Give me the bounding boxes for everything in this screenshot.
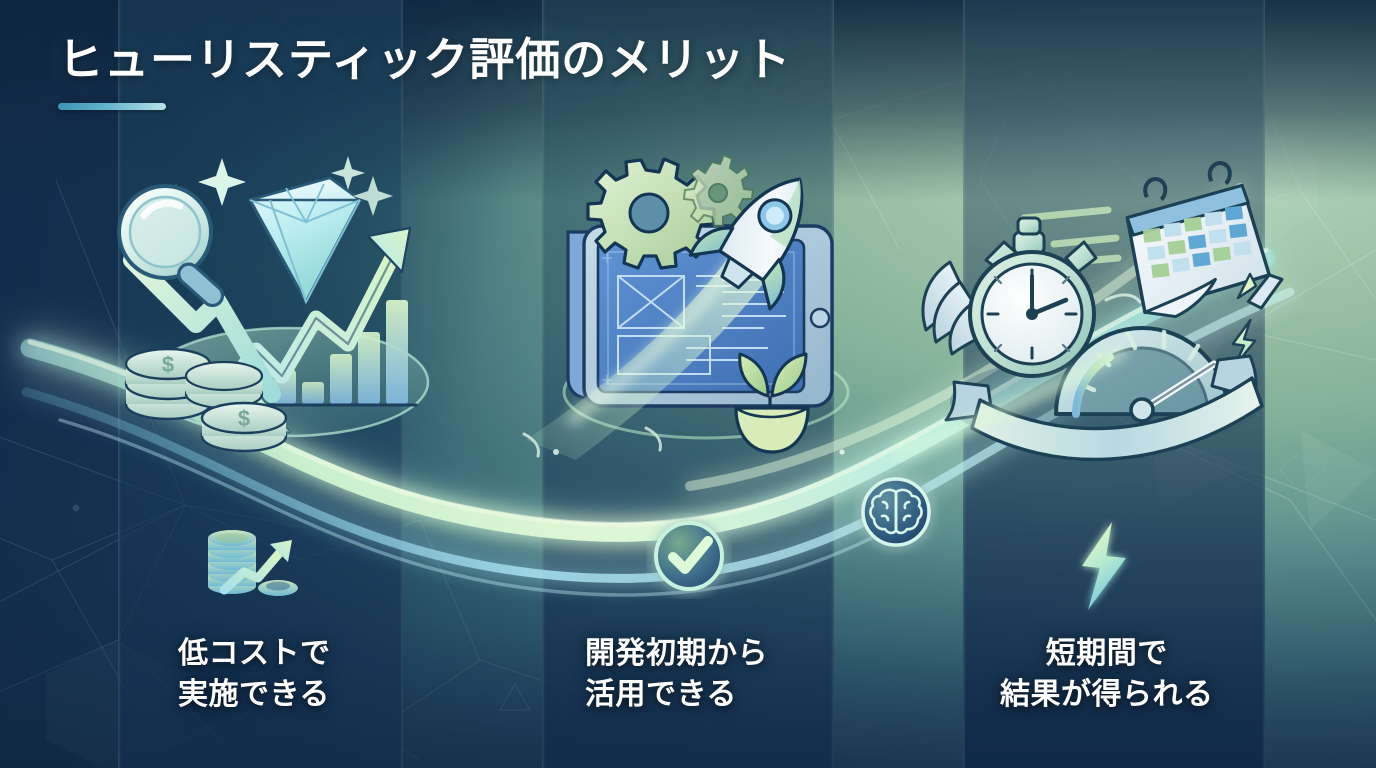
dollar-sign: $ — [238, 406, 250, 431]
illustration-fast-results — [893, 152, 1284, 472]
node-brain-circle — [852, 468, 940, 561]
illustration-low-cost: $ $ — [110, 132, 466, 472]
node-check-circle — [646, 513, 732, 604]
title-block: ヒューリスティック評価のメリット — [58, 34, 791, 110]
illustration-early-phase — [526, 140, 876, 460]
gear-icon — [586, 157, 716, 270]
lightning-bolt-icon — [1072, 518, 1136, 619]
title-accent-rule — [58, 102, 166, 110]
page-title: ヒューリスティック評価のメリット — [58, 34, 792, 85]
caption-low-cost: 低コストで 実施できる — [178, 637, 331, 712]
caption-fast-results: 短期間で 結果が得られる — [1000, 637, 1214, 712]
diamond-icon — [248, 176, 364, 305]
coins-growth-icon — [196, 512, 314, 609]
dollar-sign: $ — [162, 352, 174, 377]
calendar-icon — [1125, 161, 1284, 319]
caption-early-phase: 開発初期から 活用できる — [585, 637, 768, 712]
